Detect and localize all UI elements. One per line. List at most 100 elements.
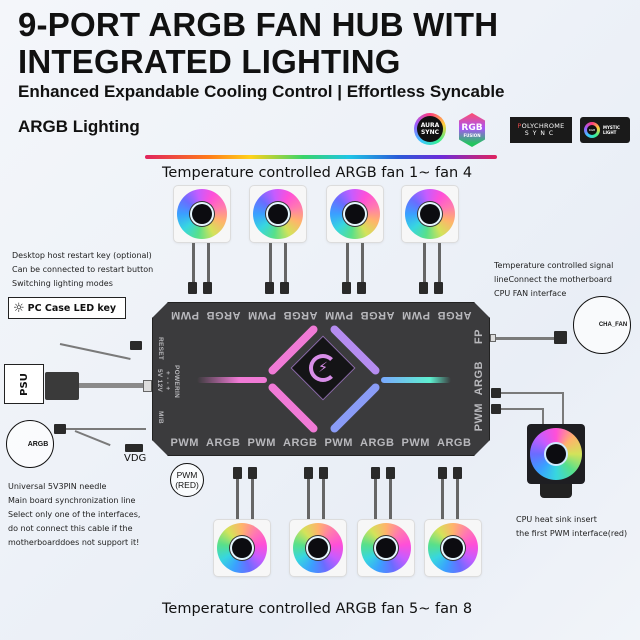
port-label: PWM [324, 437, 353, 449]
fan-hub [308, 538, 328, 558]
fan-1-pwm-cable [192, 243, 195, 283]
bottom-port-labels: PWM ARGB PWM ARGB PWM ARGB PWM ARGB [167, 433, 475, 453]
cpu-fan-signal-note: Temperature controlled signal lineConnec… [494, 259, 613, 301]
pwm-side-port-label: PWM [473, 403, 485, 432]
pc-case-led-key-box: ☼ PC Case LED key [8, 297, 126, 319]
aura-logo-subtext: SYNC [420, 129, 440, 136]
polychrome-initial: P [517, 122, 522, 130]
port-label: ARGB [437, 437, 472, 449]
fan-3-argb-cable [361, 243, 364, 283]
pwm-red-callout: PWM (RED) [170, 463, 204, 497]
fan-hub [268, 204, 288, 224]
psu-box: PSU [4, 364, 44, 404]
fan-hub [192, 204, 212, 224]
mb-port-label: M/B [157, 411, 164, 424]
port-label: ARGB [437, 309, 472, 321]
fp-plug [490, 334, 496, 342]
note-line: the first PWM interface(red) [516, 529, 628, 538]
fan-3-pwm-plug [342, 282, 351, 294]
fan-3 [327, 186, 383, 242]
light-bar-right [381, 377, 451, 383]
fan-blades-icon [293, 523, 343, 573]
aura-logo-text: AURA [420, 122, 440, 129]
note-line: Switching lighting modes [12, 279, 113, 288]
cha-fan-label: CHA_FAN [598, 322, 628, 328]
vdg-plug [125, 444, 143, 452]
fan-5-pwm-cable [236, 479, 239, 519]
argb-side-port-label: ARGB [473, 361, 485, 396]
fan-8 [425, 520, 481, 576]
argb-callout-label: ARGB [27, 440, 49, 448]
fan-6-pwm-plug [304, 467, 313, 479]
pwm-red-line2: (RED) [175, 480, 199, 490]
fan-hub [345, 204, 365, 224]
cpu-cooler-base [540, 484, 572, 498]
fan-4-pwm-cable [423, 243, 426, 283]
reset-port-label: RESET [157, 337, 164, 361]
fan-4-argb-plug [434, 282, 443, 294]
side-argb-plug [491, 388, 501, 398]
lightning-logo-icon: ⚡ [309, 354, 337, 382]
fan-7-argb-cable [389, 479, 392, 519]
note-line: CPU FAN interface [494, 289, 567, 298]
fan-8-pwm-cable [441, 479, 444, 519]
power-volts-label: 5V 12V [156, 369, 163, 393]
vdg-label: VDG [124, 453, 147, 464]
fp-port-label: FP [473, 329, 485, 345]
fan-7-argb-plug [386, 467, 395, 479]
fan-6-argb-cable [322, 479, 325, 519]
port-label: PWM [170, 437, 199, 449]
reset-wire [59, 343, 131, 360]
pwm-red-line1: PWM [176, 470, 198, 480]
fan-5 [214, 520, 270, 576]
sun-icon: ☼ [13, 300, 25, 316]
port-label: PWM [247, 309, 276, 321]
psu-label: PSU [18, 372, 30, 396]
fan-6-pwm-cable [307, 479, 310, 519]
page-title: 9-PORT ARGB FAN HUB WITH INTEGRATED LIGH… [18, 6, 499, 80]
note-line: Universal 5V3PIN needle [8, 482, 107, 491]
fan-blades-icon [177, 189, 227, 239]
fan-4 [402, 186, 458, 242]
side-argb-cable-h [501, 392, 563, 394]
fan-8-argb-cable [456, 479, 459, 519]
port-label: PWM [401, 437, 430, 449]
light-diag-bottom-right [329, 382, 381, 434]
port-label: PWM [324, 309, 353, 321]
fan-5-pwm-plug [233, 467, 242, 479]
port-label: ARGB [206, 309, 241, 321]
psu-connector [45, 372, 79, 400]
restart-key-note: Desktop host restart key (optional) Can … [12, 249, 153, 291]
mystic-subtext: LIGHT [603, 130, 617, 135]
cha-fan-callout: CHA_FAN [573, 296, 631, 354]
argb-sync-cable [66, 428, 146, 430]
note-line: Temperature controlled signal [494, 261, 614, 270]
port-label: ARGB [206, 437, 241, 449]
fan-blades-icon [217, 523, 267, 573]
sync-line-note: Universal 5V3PIN needle Main board synch… [8, 480, 140, 550]
fan-7-pwm-plug [371, 467, 380, 479]
fan-hub [443, 538, 463, 558]
cpu-heatsink-note: CPU heat sink insert the first PWM inter… [516, 513, 627, 541]
note-line: lineConnect the motherboard [494, 275, 612, 284]
port-label: PWM [247, 437, 276, 449]
argb-header-callout: ARGB [6, 420, 54, 468]
power-pins-label: + - - + [164, 371, 171, 391]
port-label: ARGB [360, 309, 395, 321]
fan-6-argb-plug [319, 467, 328, 479]
fan-2-pwm-plug [265, 282, 274, 294]
rainbow-divider [145, 155, 497, 159]
fan-1-argb-cable [207, 243, 210, 283]
psu-cable [79, 383, 145, 388]
fan-4-pwm-plug [419, 282, 428, 294]
polychrome-text: OLYCHROME [521, 122, 565, 130]
fan-hub [232, 538, 252, 558]
fan-1-pwm-plug [188, 282, 197, 294]
fusion-logo-text: RGB [461, 122, 483, 133]
section-heading: ARGB Lighting [18, 117, 140, 136]
note-line: Can be connected to restart button [12, 265, 154, 274]
fusion-logo-subtext: FUSION [463, 132, 481, 138]
note-line: Main board synchronization line [8, 496, 136, 505]
note-line: Desktop host restart key (optional) [12, 251, 152, 260]
fan-7 [358, 520, 414, 576]
